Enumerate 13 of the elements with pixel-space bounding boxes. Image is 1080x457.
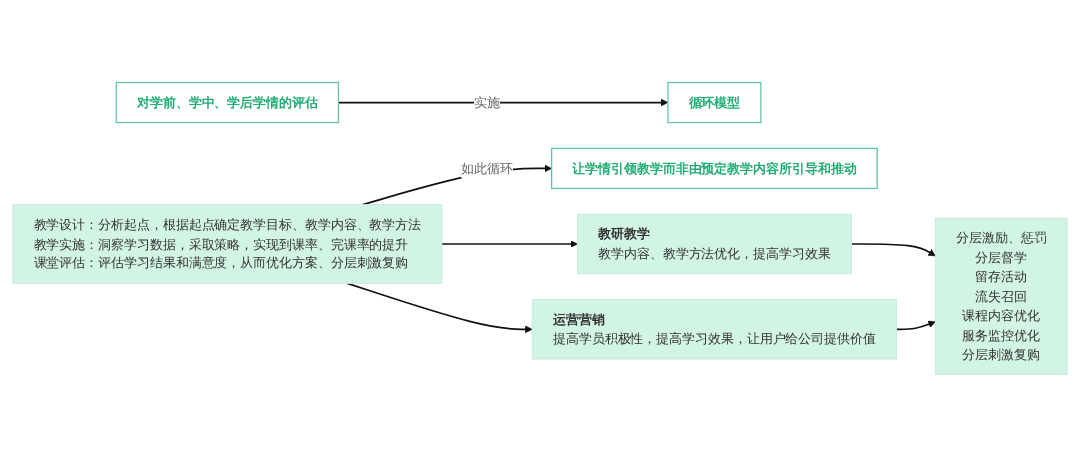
node-box: 对学前、学中、学后学情的评估 [115,81,340,124]
node-box: 循环模型 [667,81,762,124]
edge-label: 如此循环 [461,160,513,176]
node-box: 分层激励、惩罚 分层督学 留存活动 流失召回 课程内容优化 服务监控优化 分层刺激复购 [934,217,1068,375]
arrow [850,243,936,257]
node-box: 运营营销 提高学员积极性，提高学习效果，让用户给公司提供价值 [531,299,897,360]
arrow [895,320,936,331]
node-box: 教研教学 教学内容、教学方法优化，提高学习效果 [577,213,852,275]
arrow [440,240,578,248]
node-box: 教学设计：分析起点，根据起点确定教学目标、教学内容、教学方法 教学实施：洞察学习数据，采取策略，实现到课率、完课率的提升 课堂评估：评估学习结果和满意度，从而优化方案、分层刺激复购 [12,204,443,284]
node-box: 让学情引领教学而非由预定教学内容所引导和推动 [551,147,878,190]
edge-label: 实施 [474,94,500,111]
arrow [346,282,533,334]
